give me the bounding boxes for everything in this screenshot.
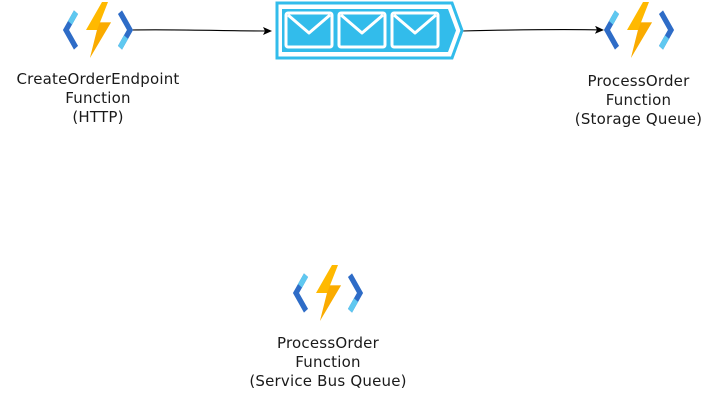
process-order-storage-kind: Function: [605, 91, 672, 109]
create-order-endpoint-trigger: (HTTP): [72, 108, 124, 126]
process-order-storage-name: ProcessOrder: [587, 72, 690, 90]
edge-queue-to-storage-function: [461, 25, 604, 34]
azure-function-icon[interactable]: [296, 265, 360, 321]
process-order-bus-kind: Function: [295, 353, 361, 371]
create-order-endpoint-name: CreateOrderEndpoint: [16, 70, 180, 88]
create-order-endpoint-label: CreateOrderEndpoint Function (HTTP): [0, 70, 196, 127]
process-order-storage-trigger: (Storage Queue): [574, 110, 703, 128]
process-order-storage-label: ProcessOrder Function (Storage Queue): [562, 72, 715, 129]
process-order-bus-name: ProcessOrder: [277, 334, 379, 352]
create-order-endpoint-kind: Function: [65, 89, 131, 107]
storage-queue-icon[interactable]: [275, 1, 464, 60]
process-order-bus-trigger: (Service Bus Queue): [249, 372, 407, 390]
edge-create-to-queue: [130, 26, 272, 35]
azure-function-icon[interactable]: [66, 2, 130, 58]
azure-function-icon[interactable]: [607, 2, 671, 58]
process-order-bus-label: ProcessOrder Function (Service Bus Queue…: [228, 334, 428, 391]
envelope-icon: [390, 11, 440, 49]
envelope-icon: [284, 11, 334, 49]
envelope-icon: [337, 11, 387, 49]
